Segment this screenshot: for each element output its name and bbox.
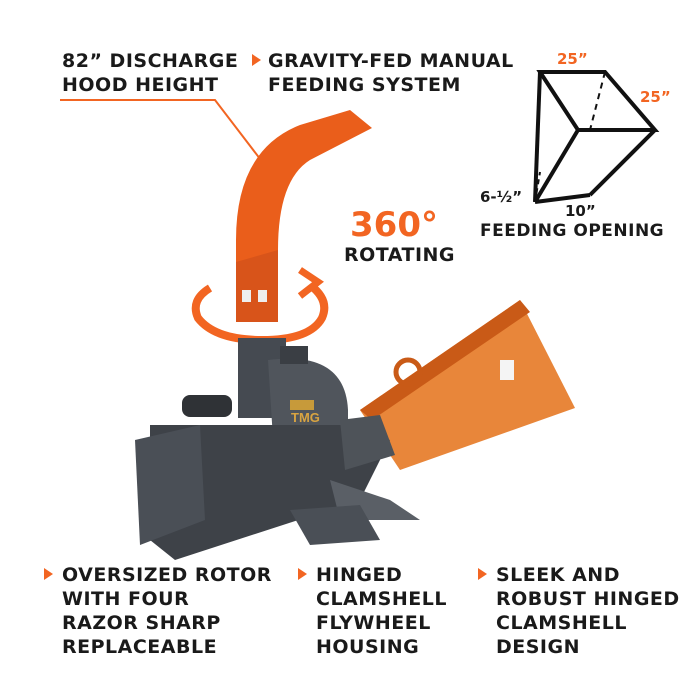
rotor-line3: RAZOR SHARP [62, 612, 221, 634]
dim-top: 25” [557, 50, 588, 68]
rotation-degrees: 360° [350, 205, 438, 245]
design-feature: SLEEK AND ROBUST HINGED CLAMSHELL DESIGN [496, 563, 680, 659]
flywheel-line2: CLAMSHELL [316, 588, 447, 610]
design-line1: SLEEK AND [496, 564, 620, 586]
flywheel-line3: FLYWHEEL [316, 612, 431, 634]
design-line4: DESIGN [496, 636, 581, 658]
rotor-line2: WITH FOUR [62, 588, 190, 610]
design-line3: CLAMSHELL [496, 612, 627, 634]
feeding-opening-diagram [533, 70, 660, 204]
feeding-system-line2: FEEDING SYSTEM [268, 74, 461, 96]
discharge-chute [236, 110, 372, 322]
chipper-body [135, 338, 420, 560]
hood-height-line2: HOOD HEIGHT [62, 74, 219, 96]
rotor-feature: OVERSIZED ROTOR WITH FOUR RAZOR SHARP RE… [62, 563, 272, 659]
flywheel-line1: HINGED [316, 564, 403, 586]
rotor-line4: REPLACEABLE [62, 636, 218, 658]
rotor-line1: OVERSIZED ROTOR [62, 564, 272, 586]
rotation-label: ROTATING [344, 244, 456, 266]
brand-logo: TMG [291, 410, 320, 425]
bullet-arrow-icon [252, 54, 261, 66]
leader-line [60, 99, 281, 186]
feeding-opening-label: FEEDING OPENING [480, 221, 665, 241]
bullet-arrow-icon [478, 568, 487, 580]
dim-left: 6-½” [480, 188, 523, 206]
flywheel-feature: HINGED CLAMSHELL FLYWHEEL HOUSING [316, 563, 447, 659]
dim-right: 25” [640, 88, 671, 106]
bullet-arrow-icon [298, 568, 307, 580]
design-line2: ROBUST HINGED [496, 588, 680, 610]
dim-bottom: 10” [565, 202, 596, 220]
hood-height-label: 82” DISCHARGE HOOD HEIGHT [62, 49, 238, 97]
feed-hopper [360, 300, 575, 470]
bullet-arrow-icon [44, 568, 53, 580]
flywheel-line4: HOUSING [316, 636, 420, 658]
feeding-system-line1: GRAVITY-FED MANUAL [268, 50, 514, 72]
feeding-system-label: GRAVITY-FED MANUAL FEEDING SYSTEM [268, 49, 514, 97]
hood-height-line1: 82” DISCHARGE [62, 50, 239, 72]
